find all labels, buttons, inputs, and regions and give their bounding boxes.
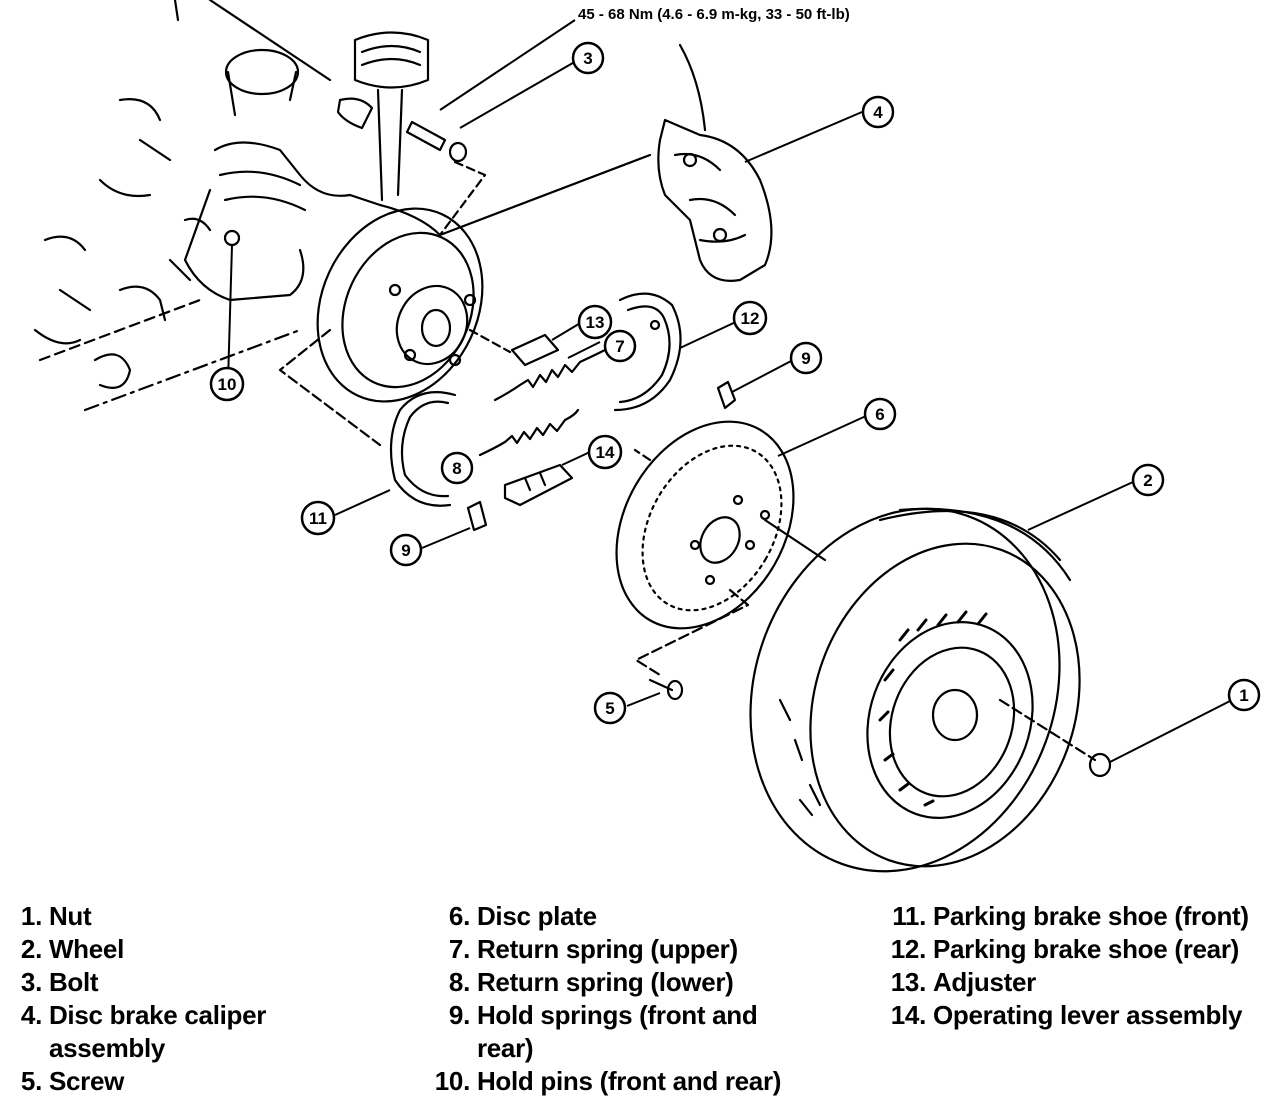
callout-9-lower: 9 (389, 533, 423, 567)
legend-item-text: Hold springs (front and (476, 1000, 758, 1030)
svg-text:3: 3 (583, 49, 592, 68)
callout-1: 1 (1227, 678, 1261, 712)
svg-text:7: 7 (615, 337, 624, 356)
exploded-brake-diagram: 1 2 3 4 5 6 7 8 9 9 10 11 12 13 14 (33, 0, 1261, 873)
legend-item-text: assembly (48, 1033, 166, 1063)
legend-item: 12. Parking brake shoe (rear) (870, 933, 1275, 966)
legend-column-3: 11. Parking brake shoe (front)12. Parkin… (870, 900, 1275, 1032)
callout-2: 2 (1131, 463, 1165, 497)
torque-spec: 45 - 68 Nm (4.6 - 6.9 m-kg, 33 - 50 ft-l… (578, 6, 850, 23)
legend-item-number: 10. (434, 1066, 471, 1096)
legend-item-number: 14. (890, 1000, 927, 1030)
callout-10: 10 (209, 366, 245, 402)
legend-item-text: Screw (48, 1066, 125, 1096)
legend-item-number: 9. (448, 1000, 470, 1030)
svg-text:2: 2 (1143, 471, 1152, 490)
callout-8: 8 (440, 451, 474, 485)
callout-7: 7 (603, 329, 637, 363)
legend-item-number: 12. (890, 934, 927, 964)
legend-item: 9. Hold springs (front and (420, 999, 820, 1032)
svg-text:9: 9 (401, 541, 410, 560)
callout-3: 3 (571, 41, 605, 75)
legend-item-text: Parking brake shoe (rear) (932, 934, 1240, 964)
svg-text:1: 1 (1239, 686, 1248, 705)
legend-item-text: Bolt (48, 967, 99, 997)
disc-plate (615, 420, 827, 677)
legend-item-text: Adjuster (932, 967, 1036, 997)
brake-caliper (438, 43, 773, 282)
legend-item-number: 5. (20, 1066, 42, 1096)
svg-text:8: 8 (452, 459, 461, 478)
legend-item: 3. Bolt (8, 966, 308, 999)
operating-lever (503, 463, 574, 507)
bolt (405, 120, 487, 237)
callout-12: 12 (732, 300, 768, 336)
wheel (749, 507, 1112, 873)
legend-item: 10. Hold pins (front and rear) (420, 1065, 820, 1098)
parking-brake-shoe-rear (613, 292, 682, 412)
legend-item: 2. Wheel (8, 933, 308, 966)
hold-spring-upper (716, 380, 737, 410)
legend-item: 5. Screw (8, 1065, 308, 1098)
legend-item: assembly (8, 1032, 308, 1065)
legend-item-text: Parking brake shoe (front) (932, 901, 1249, 931)
hold-spring-lower (466, 500, 488, 532)
callout-4: 4 (861, 95, 895, 129)
legend-item: 13. Adjuster (870, 966, 1275, 999)
callout-14: 14 (587, 434, 623, 470)
svg-text:11: 11 (309, 509, 327, 528)
legend-item: 4. Disc brake caliper (8, 999, 308, 1032)
svg-text:10: 10 (218, 375, 237, 394)
parking-brake-shoe-front (389, 391, 457, 507)
legend-item-number: 2. (20, 934, 42, 964)
svg-text:6: 6 (875, 405, 884, 424)
legend-item-text: Disc plate (476, 901, 597, 931)
legend-item: rear) (420, 1032, 820, 1065)
legend-item-number: 13. (890, 967, 927, 997)
callout-11: 11 (300, 500, 336, 536)
legend-item-text: Wheel (48, 934, 125, 964)
legend-item-number (420, 1032, 470, 1065)
legend-item-text: Disc brake caliper (48, 1000, 267, 1030)
legend-item: 11. Parking brake shoe (front) (870, 900, 1275, 933)
legend-item-number: 11. (892, 901, 926, 931)
legend-item-number: 3. (20, 967, 42, 997)
legend-item: 14. Operating lever assembly (870, 999, 1275, 1032)
return-spring-upper (493, 348, 607, 402)
callout-5: 5 (593, 691, 627, 725)
svg-text:9: 9 (801, 349, 810, 368)
adjuster (468, 328, 560, 367)
legend-item-number: 4. (20, 1000, 42, 1030)
svg-text:13: 13 (586, 313, 605, 332)
screw (648, 678, 684, 701)
callout-13: 13 (577, 304, 613, 340)
legend-item: 8. Return spring (lower) (420, 966, 820, 999)
legend-item-number: 1. (20, 901, 42, 931)
svg-text:5: 5 (605, 699, 614, 718)
legend-item-text: Return spring (upper) (476, 934, 738, 964)
legend-item-number (8, 1032, 42, 1065)
svg-text:12: 12 (741, 309, 760, 328)
legend-item-text: Hold pins (front and rear) (476, 1066, 782, 1096)
callout-9-upper: 9 (789, 341, 823, 375)
legend-item-number: 7. (448, 934, 470, 964)
svg-text:4: 4 (873, 103, 883, 122)
callout-6: 6 (863, 397, 897, 431)
legend-item-text: Operating lever assembly (932, 1000, 1243, 1030)
legend-item-number: 6. (448, 901, 470, 931)
legend-item-text: Nut (48, 901, 92, 931)
legend-item: 6. Disc plate (420, 900, 820, 933)
legend-item-number: 8. (448, 967, 470, 997)
callouts: 1 2 3 4 5 6 7 8 9 9 10 11 12 13 14 (209, 41, 1261, 725)
legend-item: 1. Nut (8, 900, 308, 933)
knuckle-assembly (33, 0, 442, 412)
backing-plate (278, 207, 484, 447)
legend-item-text: Return spring (lower) (476, 967, 734, 997)
legend-item: 7. Return spring (upper) (420, 933, 820, 966)
legend-item-text: rear) (476, 1033, 534, 1063)
svg-text:14: 14 (596, 443, 615, 462)
return-spring-lower (478, 408, 580, 457)
